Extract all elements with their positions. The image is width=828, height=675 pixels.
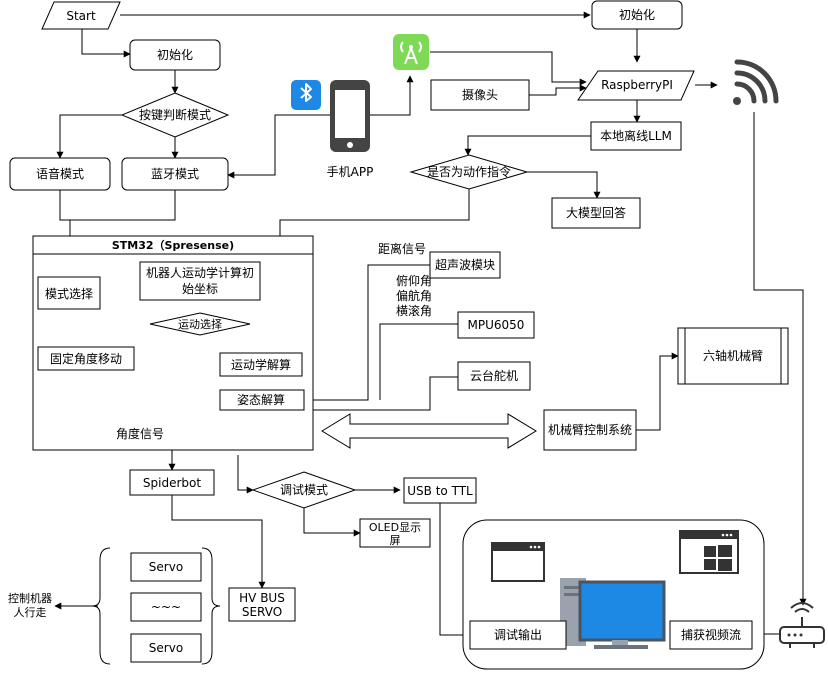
motion-select-label: 运动选择 xyxy=(178,317,222,331)
debug-mode-decision: 调试模式 xyxy=(251,471,357,509)
gimbal-label: 云台舵机 xyxy=(470,368,518,383)
mode-select-label: 模式选择 xyxy=(45,287,93,301)
six-axis-arm-box: 六轴机械臂 xyxy=(677,327,789,385)
motion-select-decision: 运动选择 xyxy=(149,312,251,336)
robot-init-box: 机器人运动学计算初 始坐标 xyxy=(139,261,261,301)
debug-output-label: 调试输出 xyxy=(494,627,542,642)
is-action-label: 是否为动作指令 xyxy=(427,164,511,179)
voice-mode-box: 语音模式 xyxy=(9,157,111,191)
spiderbot-box: Spiderbot xyxy=(129,469,215,496)
arm-control-box: 机械臂控制系统 xyxy=(543,409,637,451)
key-mode-decision: 按键判断模式 xyxy=(120,92,230,138)
raspberry-label: RaspberryPI xyxy=(601,78,673,92)
big-model-box: 大模型回答 xyxy=(551,197,641,229)
bt-mode-box: 蓝牙模式 xyxy=(121,157,229,191)
servo-top-box: Servo xyxy=(130,552,202,582)
is-action-decision: 是否为动作指令 xyxy=(409,154,529,190)
gimbal-box: 云台舵机 xyxy=(457,361,531,391)
ultrasonic-box: 超声波模块 xyxy=(429,251,501,279)
smartphone-icon xyxy=(330,80,370,152)
windows-window-icon xyxy=(679,530,739,574)
wifi-icon xyxy=(733,59,779,105)
key-mode-label: 按键判断模式 xyxy=(139,107,211,122)
oled-box: OLED显示 屏 xyxy=(359,518,431,548)
mode-select-box: 模式选择 xyxy=(37,276,101,310)
antenna-icon xyxy=(393,34,429,70)
window-icon xyxy=(491,542,545,582)
distance-signal-label: 距离信号 xyxy=(378,241,426,256)
capture-video-box: 捕获视频流 xyxy=(669,620,753,650)
local-llm-box: 本地离线LLM xyxy=(590,121,682,151)
router-icon xyxy=(779,602,825,648)
servo-bot-label: Servo xyxy=(149,641,183,655)
servo-bot-box: Servo xyxy=(130,633,202,663)
kinematics-label: 运动学解算 xyxy=(231,357,291,372)
hv-bus-box: HV BUS SERVO xyxy=(228,587,296,622)
pitch-label: 俯仰角 xyxy=(396,273,432,288)
spiderbot-label: Spiderbot xyxy=(143,476,201,490)
stm32-title: STM32（Spresense) xyxy=(112,239,234,252)
angle-signal-label: 角度信号 xyxy=(116,426,164,441)
control-robot-label-1: 控制机器 xyxy=(8,591,52,605)
attitude-box: 姿态解算 xyxy=(219,389,305,411)
bt-mode-label: 蓝牙模式 xyxy=(151,167,199,181)
oled-label-1: OLED显示 xyxy=(369,521,421,534)
debug-output-box: 调试输出 xyxy=(469,620,567,650)
voice-mode-label: 语音模式 xyxy=(36,166,84,181)
servo-top-label: Servo xyxy=(149,560,183,574)
ultrasonic-label: 超声波模块 xyxy=(435,257,495,272)
bidirectional-arrow xyxy=(321,413,537,449)
hv-bus-label-2: SERVO xyxy=(242,605,282,619)
start-label: Start xyxy=(66,9,96,23)
capture-video-label: 捕获视频流 xyxy=(681,627,741,642)
init-left-label: 初始化 xyxy=(157,48,193,62)
six-axis-arm-label: 六轴机械臂 xyxy=(703,348,763,363)
fixed-angle-box: 固定角度移动 xyxy=(37,346,135,371)
yaw-label: 偏航角 xyxy=(396,288,432,303)
phone-app-label: 手机APP xyxy=(327,165,374,179)
init-right-label: 初始化 xyxy=(619,8,655,22)
hv-bus-label-1: HV BUS xyxy=(239,591,285,605)
init-left-box: 初始化 xyxy=(129,39,221,71)
servo-mid-box: ~~~ xyxy=(130,592,202,622)
oled-label-2: 屏 xyxy=(390,534,401,547)
desktop-computer-icon xyxy=(560,578,666,649)
raspberry-node: RaspberryPI xyxy=(577,70,695,101)
roll-label: 横滚角 xyxy=(396,303,432,318)
mpu-label: MPU6050 xyxy=(468,318,525,332)
control-robot-label-2: 人行走 xyxy=(14,606,47,619)
bluetooth-icon xyxy=(291,80,321,110)
usb-ttl-label: USB to TTL xyxy=(407,484,473,498)
init-right-box: 初始化 xyxy=(591,0,683,30)
usb-ttl-box: USB to TTL xyxy=(403,477,477,504)
arm-control-label: 机械臂控制系统 xyxy=(548,422,632,437)
robot-init-label-1: 机器人运动学计算初 xyxy=(146,265,254,280)
fixed-angle-label: 固定角度移动 xyxy=(50,351,122,366)
big-model-label: 大模型回答 xyxy=(566,205,626,220)
start-node: Start xyxy=(41,1,121,30)
camera-box: 摄像头 xyxy=(430,79,530,111)
local-llm-label: 本地离线LLM xyxy=(600,128,672,143)
servo-brackets xyxy=(91,547,221,665)
servo-mid-label: ~~~ xyxy=(151,600,181,614)
debug-mode-label: 调试模式 xyxy=(280,482,328,497)
camera-label: 摄像头 xyxy=(462,87,498,102)
attitude-label: 姿态解算 xyxy=(237,392,285,407)
robot-init-label-2: 始坐标 xyxy=(182,282,218,296)
kinematics-box: 运动学解算 xyxy=(219,352,303,377)
mpu-box: MPU6050 xyxy=(457,311,535,339)
